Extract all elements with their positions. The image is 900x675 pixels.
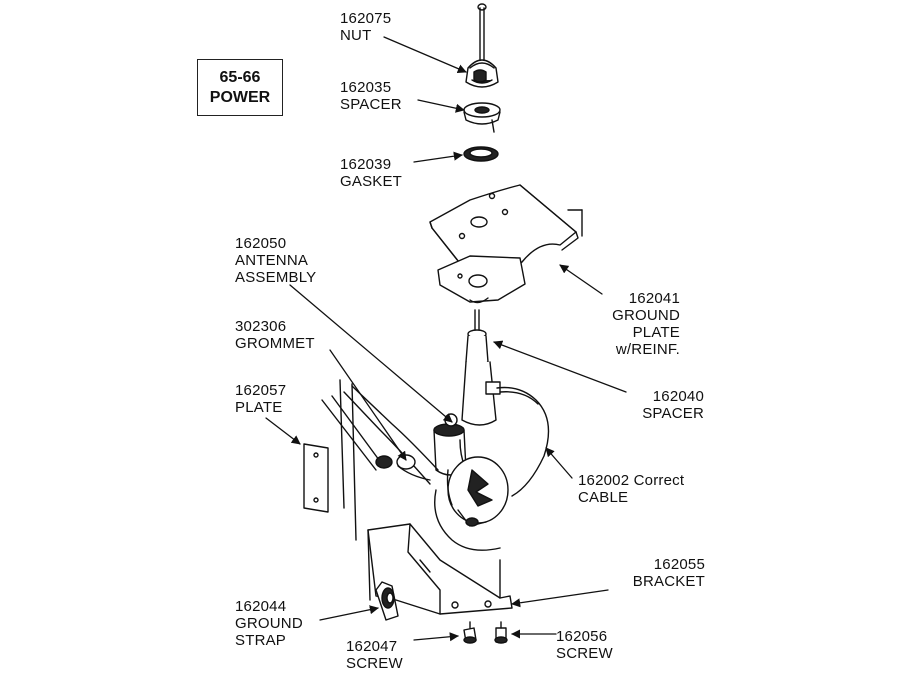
part-name-line3: w/REINF.	[615, 341, 680, 358]
antenna-mast-tip	[477, 3, 487, 61]
part-name: NUT	[340, 27, 372, 44]
title-years: 65-66	[219, 69, 261, 86]
part-name: BRACKET	[632, 573, 705, 590]
ground-plate-part	[429, 184, 583, 304]
label-screw-162047: 162047 SCREW	[346, 638, 403, 672]
part-name: GASKET	[340, 173, 403, 190]
part-name: ANTENNA	[235, 252, 309, 269]
screw-162047	[463, 621, 477, 644]
spacer-part	[463, 102, 501, 133]
part-number: 162075	[340, 10, 392, 27]
label-nut: 162075 NUT	[340, 10, 391, 44]
antenna-assembly-part	[433, 309, 509, 527]
label-bracket: 162055 BRACKET	[633, 556, 705, 590]
part-name: SPACER	[642, 405, 704, 422]
label-antenna-assembly: 162050 ANTENNA ASSEMBLY	[235, 235, 316, 286]
part-number: 162050	[235, 235, 287, 252]
label-screw-162056: 162056 SCREW	[556, 628, 613, 662]
part-name: GROUND	[235, 615, 303, 632]
part-name: SPACER	[340, 96, 402, 113]
part-number: 302306	[235, 318, 287, 335]
bracket-part	[367, 523, 513, 615]
leader-lines	[265, 36, 627, 642]
part-name-line2: STRAP	[235, 632, 287, 649]
part-name: SCREW	[346, 655, 403, 672]
part-name-line2: ASSEMBLY	[235, 269, 317, 286]
part-name-line2: PLATE	[632, 324, 680, 341]
label-ground-plate: 162041 GROUND PLATE w/REINF.	[612, 290, 680, 358]
label-cable: 162002 Correct CABLE	[578, 472, 684, 506]
gasket-part	[463, 146, 499, 162]
part-number: 162047	[346, 638, 398, 655]
cable-part	[434, 386, 550, 551]
part-number: 162002 Correct	[578, 472, 685, 489]
part-number: 162044	[235, 598, 287, 615]
part-number: 162040	[652, 388, 704, 405]
part-name: GROMMET	[235, 335, 315, 352]
part-name: SCREW	[556, 645, 613, 662]
label-plate: 162057 PLATE	[235, 382, 286, 416]
label-ground-strap: 162044 GROUND STRAP	[235, 598, 303, 649]
part-number: 162041	[628, 290, 680, 307]
ground-strap-part	[375, 581, 399, 621]
plate-part	[303, 379, 357, 541]
part-number: 162057	[235, 382, 287, 399]
part-number: 162035	[340, 79, 392, 96]
screw-162056	[494, 621, 508, 644]
part-number: 162056	[556, 628, 608, 645]
title-power: POWER	[209, 89, 271, 106]
part-name: CABLE	[578, 489, 629, 506]
part-number: 162055	[653, 556, 705, 573]
model-year-title-box: 65-66 POWER	[197, 59, 283, 116]
label-spacer-top: 162035 SPACER	[340, 79, 402, 113]
nut-part	[465, 59, 499, 88]
label-grommet: 302306 GROMMET	[235, 318, 315, 352]
grommet-part	[321, 385, 439, 485]
label-gasket: 162039 GASKET	[340, 156, 402, 190]
part-name: PLATE	[235, 399, 283, 416]
part-number: 162039	[340, 156, 392, 173]
label-spacer-lower: 162040 SPACER	[642, 388, 704, 422]
part-name: GROUND	[612, 307, 680, 324]
